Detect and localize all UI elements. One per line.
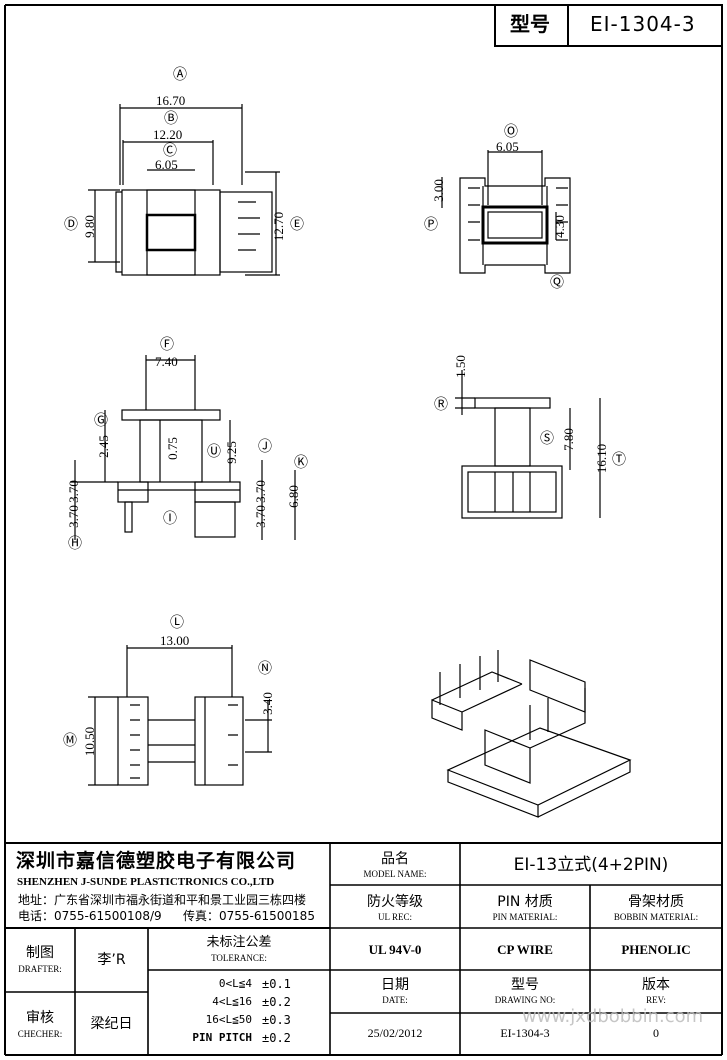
dim-370a: 3.70 [65, 480, 81, 503]
title-block-lines [5, 842, 722, 1055]
checker-cn: 审核 [26, 1010, 54, 1026]
label-i: Ⓘ [163, 511, 177, 527]
drafter-value: 李’R [97, 952, 126, 968]
dim-u: 9.25 [223, 441, 239, 464]
model-name-cn: 品名 [381, 851, 409, 867]
label-s: Ⓢ [540, 431, 554, 447]
label-c: Ⓒ [163, 143, 177, 159]
label-q: Ⓠ [550, 275, 564, 291]
rev-cn: 版本 [642, 977, 670, 993]
label-u: Ⓤ [207, 444, 221, 460]
dim-b: 12.20 [153, 127, 183, 142]
drafter-cn: 制图 [26, 945, 54, 961]
dim-e: 12.70 [271, 211, 287, 242]
label-h: Ⓗ [68, 536, 82, 552]
dim-s: 7.80 [560, 428, 576, 451]
label-a: Ⓐ [173, 67, 187, 83]
tolerance-range-3: PIN PITCH [192, 1031, 252, 1044]
watermark: www.jxdbobbin.com [522, 1006, 704, 1027]
company-name-cn: 深圳市嘉信德塑胶电子有限公司 [16, 850, 297, 872]
dim-l: 13.00 [160, 633, 190, 648]
drawing-en: DRAWING NO: [494, 995, 556, 1005]
dim-t: 16.10 [594, 443, 610, 474]
tolerance-value-2: ±0.3 [262, 1013, 291, 1027]
dim-370d: 3.70 [252, 505, 268, 528]
dim-p: 3.00 [430, 179, 446, 202]
top-view [88, 104, 280, 276]
company-phone: 电话：0755-61500108/9 [18, 909, 162, 923]
dim-075: 0.75 [164, 437, 180, 460]
label-g: Ⓖ [94, 413, 108, 429]
drawing-value: EI-1304-3 [500, 1026, 550, 1040]
dim-c: 6.05 [155, 157, 178, 172]
model-name-en: MODEL NAME: [363, 869, 427, 879]
label-p: Ⓟ [424, 217, 438, 233]
pin-value: CP WIRE [497, 942, 553, 957]
ul-en: UL REC: [378, 912, 412, 922]
tolerance-cn: 未标注公差 [206, 935, 272, 950]
plan-view [88, 645, 272, 786]
model-name-value: EI-13立式(4+2PIN) [513, 855, 669, 875]
label-j: Ⓙ [258, 439, 272, 455]
front-view [70, 355, 296, 540]
dim-o: 6.05 [496, 139, 519, 154]
date-value: 25/02/2012 [367, 1026, 423, 1040]
label-b: Ⓑ [164, 111, 178, 127]
tolerance-value-0: ±0.1 [262, 977, 291, 991]
company-fax: 传真：0755-61500185 [183, 909, 315, 923]
dim-370c: 3.70 [252, 480, 268, 503]
rev-value: 0 [653, 1026, 659, 1040]
label-k: Ⓚ [294, 455, 308, 471]
tolerance-range-2: 16<L≦50 [205, 1013, 252, 1026]
label-e: Ⓔ [290, 217, 304, 233]
tolerance-value-3: ±0.2 [262, 1031, 291, 1045]
rev-en: REV: [646, 995, 666, 1005]
header-model-label: 型号 [510, 12, 550, 36]
ul-value: UL 94V-0 [368, 942, 422, 957]
checker-value: 梁纪日 [90, 1016, 133, 1032]
dim-g: 2.45 [95, 435, 111, 458]
label-m: Ⓜ [63, 733, 77, 749]
bottom-view [441, 150, 571, 274]
drawing-cn: 型号 [511, 977, 539, 993]
date-cn: 日期 [381, 977, 409, 993]
iso-view [431, 650, 632, 818]
label-l: Ⓛ [170, 615, 184, 631]
bobbin-cn: 骨架材质 [628, 894, 684, 910]
pin-en: PIN MATERIAL: [492, 912, 558, 922]
company-address: 地址：广东省深圳市福永街道和平和景工业园三栋四楼 [18, 893, 307, 907]
dim-r: 1.50 [452, 355, 468, 378]
ul-cn: 防火等级 [367, 894, 423, 910]
dim-370b: 3.70 [65, 505, 81, 528]
drafter-en: DRAFTER: [18, 964, 62, 974]
side-view [455, 370, 601, 519]
label-f: Ⓕ [160, 337, 174, 353]
tolerance-en: TOLERANCE: [211, 953, 267, 963]
tolerance-range-0: 0<L≦4 [218, 977, 252, 990]
dim-k: 6.80 [285, 485, 301, 508]
dim-h: 4.30 [551, 215, 567, 238]
header-model-value: EI-1304-3 [590, 12, 696, 36]
bobbin-en: BOBBIN MATERIAL: [613, 912, 699, 922]
dim-f: 7.40 [155, 354, 178, 369]
label-r: Ⓡ [434, 397, 448, 413]
bobbin-value: PHENOLIC [621, 942, 691, 957]
dim-d: 9.80 [81, 215, 97, 238]
label-o: Ⓞ [504, 124, 518, 140]
label-n: Ⓝ [258, 661, 272, 677]
checker-en: CHECHER: [17, 1029, 63, 1039]
date-en: DATE: [382, 995, 408, 1005]
tolerance-value-1: ±0.2 [262, 995, 291, 1009]
label-t: Ⓣ [612, 452, 626, 468]
tolerance-range-1: 4<L≦16 [212, 995, 252, 1008]
pin-cn: PIN 材质 [497, 894, 553, 910]
label-d: Ⓓ [64, 217, 78, 233]
dim-m: 10.50 [82, 726, 98, 757]
dim-a: 16.70 [156, 93, 186, 108]
company-name-en: SHENZHEN J-SUNDE PLASTICTRONICS CO.,LTD [17, 876, 275, 888]
dim-n: 3.40 [259, 692, 275, 715]
